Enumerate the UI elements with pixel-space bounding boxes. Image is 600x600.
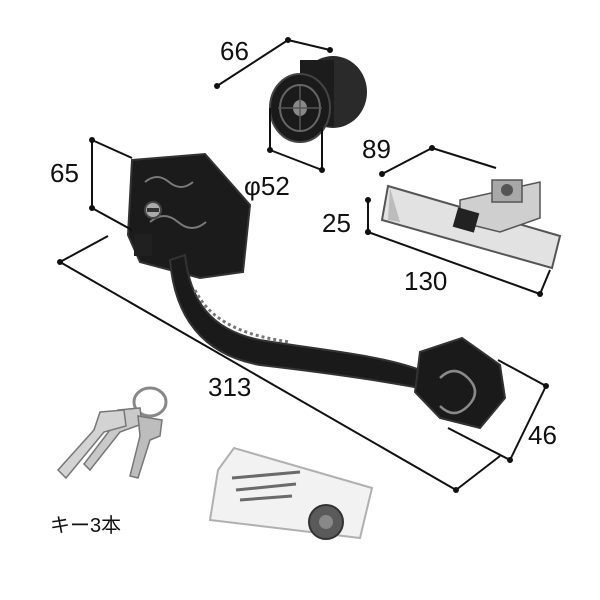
dimension-knob-diameter: φ52 [244, 108, 325, 201]
lockcase-illustration [380, 179, 562, 270]
dimension-lockcase-thickness: 25 [322, 197, 371, 238]
handle-illustration [168, 253, 507, 430]
label-lockcase-length: 130 [404, 266, 447, 296]
dimension-handle-length: 313 [57, 235, 501, 493]
label-knob-width: 66 [220, 36, 249, 66]
backplate-illustration [126, 152, 252, 280]
dimension-plate-height: 65 [50, 137, 133, 231]
caption-keys: キー3本 [50, 514, 121, 537]
label-plate-height: 65 [50, 158, 79, 188]
keys-illustration [56, 386, 168, 480]
label-handle-end-width: 46 [528, 420, 557, 450]
dimension-lockcase-depth: 89 [362, 134, 497, 177]
knob-illustration [269, 56, 367, 143]
dimension-lockcase-length: 130 [365, 229, 551, 297]
screw-bag-illustration [208, 446, 374, 540]
dimension-handle-end-width: 46 [447, 359, 557, 463]
label-handle-length: 313 [208, 372, 251, 402]
label-lockcase-thickness: 25 [322, 208, 351, 238]
label-lockcase-depth: 89 [362, 134, 391, 164]
label-knob-diameter: φ52 [244, 171, 290, 201]
dimension-knob-width: 66 [214, 36, 333, 89]
